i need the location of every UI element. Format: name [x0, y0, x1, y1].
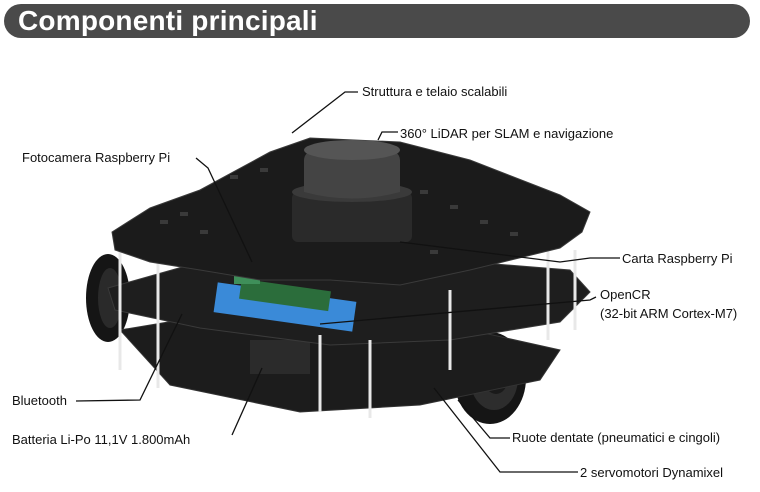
camera-label: Fotocamera Raspberry Pi [22, 150, 171, 165]
opencr-sublabel: (32-bit ARM Cortex-M7) [600, 306, 738, 321]
lidar-sensor [292, 140, 412, 242]
wheels-label: Ruote dentate (pneumatici e cingoli) [512, 430, 721, 445]
servos-label: 2 servomotori Dynamixel [580, 465, 724, 480]
plate-holes [160, 168, 518, 254]
lidar-label: 360° LiDAR per SLAM e navigazione [400, 126, 614, 141]
standoffs [118, 240, 577, 418]
opencr-label: OpenCR [600, 287, 651, 302]
leader-lines [75, 91, 620, 473]
raspberry-board [239, 278, 331, 312]
frame-label: Struttura e telaio scalabili [362, 84, 508, 99]
page-title: Componenti principali [18, 5, 318, 36]
title-bar: Componenti principali [4, 4, 750, 38]
bluetooth-label: Bluetooth [12, 393, 67, 408]
battery-label: Batteria Li-Po 11,1V 1.800mAh [12, 432, 191, 447]
battery-pack [250, 340, 310, 374]
raspberry-label: Carta Raspberry Pi [622, 251, 733, 266]
